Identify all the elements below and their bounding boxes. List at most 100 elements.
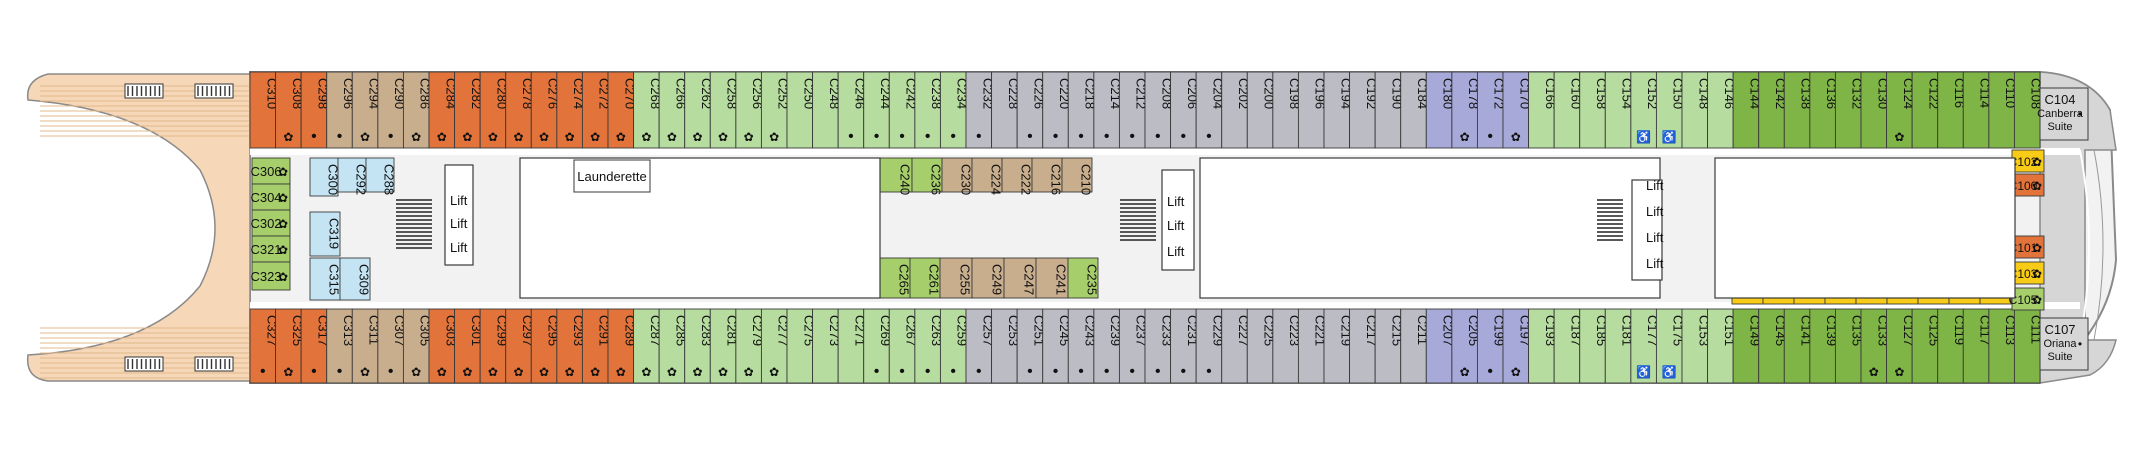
cabin-c116[interactable]: C116 <box>1937 71 1967 149</box>
cabin-c256[interactable]: C256✿ <box>735 71 765 149</box>
cabin-c154[interactable]: C154 <box>1604 71 1635 149</box>
cabin-c229[interactable]: C229• <box>1195 308 1225 384</box>
cabin-c234[interactable]: C234• <box>939 71 970 149</box>
cabin-c223[interactable]: C223 <box>1272 308 1302 384</box>
cabin-c221[interactable]: C221 <box>1297 308 1328 384</box>
cabin-c185[interactable]: C185 <box>1579 308 1609 384</box>
cabin-c207[interactable]: C207 <box>1425 308 1456 384</box>
cabin-c170[interactable]: C170✿ <box>1502 71 1532 149</box>
cabin-c269[interactable]: C269• <box>863 308 893 384</box>
cabin-c187[interactable]: C187 <box>1553 308 1583 384</box>
cabin-c310[interactable]: C310 <box>249 71 279 149</box>
cabin-c282[interactable]: C282✿ <box>454 71 484 149</box>
cabin-c253[interactable]: C253 <box>991 308 1021 384</box>
cabin-c218[interactable]: C218• <box>1067 71 1098 149</box>
cabin-c175[interactable]: C175♿ <box>1655 308 1686 384</box>
cabin-c114[interactable]: C114 <box>1962 71 1993 149</box>
cabin-c287[interactable]: C287✿ <box>633 308 663 384</box>
cabin-c301[interactable]: C301✿ <box>454 308 484 384</box>
cabin-c308[interactable]: C308✿ <box>275 71 305 149</box>
cabin-c284[interactable]: C284✿ <box>428 71 458 149</box>
cabin-c177[interactable]: C177♿ <box>1630 308 1660 384</box>
cabin-c127[interactable]: C127✿ <box>1886 308 1916 384</box>
cabin-c220[interactable]: C220• <box>1042 71 1072 149</box>
cabin-c211[interactable]: C211 <box>1400 308 1430 384</box>
cabin-c293[interactable]: C293✿ <box>556 308 586 384</box>
cabin-c304[interactable]: C304✿ <box>250 183 291 211</box>
cabin-c299[interactable]: C299✿ <box>479 308 509 384</box>
cabin-c142[interactable]: C142 <box>1758 71 1788 149</box>
cabin-c190[interactable]: C190 <box>1374 71 1404 149</box>
cabin-c317[interactable]: C317• <box>300 308 330 384</box>
cabin-c240[interactable]: C240 <box>879 157 913 195</box>
cabin-c288[interactable]: C288 <box>365 157 397 195</box>
cabin-c224[interactable]: C224 <box>971 157 1004 195</box>
cabin-c180[interactable]: C180 <box>1425 71 1456 149</box>
cabin-c323[interactable]: C323✿ <box>250 261 291 291</box>
cabin-c244[interactable]: C244• <box>863 71 893 149</box>
cabin-c160[interactable]: C160 <box>1553 71 1583 149</box>
cabin-c249[interactable]: C249 <box>971 257 1005 299</box>
cabin-c124[interactable]: C124✿ <box>1886 71 1916 149</box>
cabin-c252[interactable]: C252✿ <box>760 71 791 149</box>
cabin-c153[interactable]: C153 <box>1681 308 1711 384</box>
cabin-c243[interactable]: C243• <box>1067 308 1098 384</box>
cabin-c149[interactable]: C149 <box>1732 308 1762 384</box>
cabin-c313[interactable]: C313• <box>326 308 356 384</box>
cabin-c285[interactable]: C285✿ <box>658 308 688 384</box>
cabin-c298[interactable]: C298• <box>300 71 330 149</box>
cabin-c205[interactable]: C205✿ <box>1451 308 1481 384</box>
cabin-c292[interactable]: C292 <box>337 157 369 195</box>
cabin-c271[interactable]: C271 <box>837 308 867 384</box>
cabin-c215[interactable]: C215 <box>1374 308 1404 384</box>
cabin-c202[interactable]: C202 <box>1221 71 1251 149</box>
cabin-c306[interactable]: C306✿ <box>250 157 291 185</box>
cabin-c325[interactable]: C325✿ <box>275 308 305 384</box>
cabin-c101[interactable]: C101✿ <box>2009 235 2045 259</box>
cabin-c246[interactable]: C246• <box>837 71 867 149</box>
cabin-c263[interactable]: C263• <box>914 308 944 384</box>
cabin-c303[interactable]: C303✿ <box>428 308 458 384</box>
cabin-c194[interactable]: C194 <box>1323 71 1353 149</box>
cabin-c110[interactable]: C110 <box>1988 71 2018 149</box>
cabin-c238[interactable]: C238• <box>914 71 944 149</box>
cabin-c122[interactable]: C122 <box>1911 71 1941 149</box>
cabin-c267[interactable]: C267• <box>888 308 919 384</box>
cabin-c265[interactable]: C265 <box>879 257 912 299</box>
cabin-c113[interactable]: C113 <box>1988 308 2018 384</box>
cabin-c305[interactable]: C305✿ <box>402 308 433 384</box>
cabin-c184[interactable]: C184 <box>1400 71 1430 149</box>
cabin-c233[interactable]: C233• <box>1144 308 1174 384</box>
cabin-c239[interactable]: C239• <box>1093 308 1123 384</box>
cabin-c242[interactable]: C242• <box>888 71 919 149</box>
cabin-c319[interactable]: C319 <box>309 211 342 257</box>
cabin-c145[interactable]: C145 <box>1758 308 1788 384</box>
cabin-c315[interactable]: C315 <box>309 257 342 301</box>
cabin-c232[interactable]: C232• <box>965 71 995 149</box>
cabin-c192[interactable]: C192 <box>1349 71 1379 149</box>
cabin-c279[interactable]: C279✿ <box>735 308 765 384</box>
cabin-c111[interactable]: C111 <box>2013 308 2044 384</box>
cabin-c152[interactable]: C152♿ <box>1630 71 1660 149</box>
cabin-c258[interactable]: C258✿ <box>709 71 740 149</box>
cabin-c150[interactable]: C150♿ <box>1655 71 1686 149</box>
cabin-c283[interactable]: C283✿ <box>684 308 714 384</box>
cabin-c222[interactable]: C222 <box>1001 157 1034 195</box>
cabin-c219[interactable]: C219 <box>1323 308 1353 384</box>
cabin-c135[interactable]: C135 <box>1834 308 1865 384</box>
cabin-c250[interactable]: C250 <box>786 71 816 149</box>
cabin-c297[interactable]: C297✿ <box>505 308 535 384</box>
cabin-c214[interactable]: C214• <box>1093 71 1123 149</box>
cabin-c280[interactable]: C280✿ <box>479 71 509 149</box>
cabin-c117[interactable]: C117 <box>1962 308 1993 384</box>
cabin-c321[interactable]: C321✿ <box>250 235 291 263</box>
cabin-c277[interactable]: C277✿ <box>760 308 791 384</box>
cabin-c261[interactable]: C261 <box>909 257 942 299</box>
cabin-c251[interactable]: C251• <box>1016 308 1046 384</box>
cabin-c146[interactable]: C146 <box>1707 71 1737 149</box>
cabin-c286[interactable]: C286✿ <box>402 71 433 149</box>
cabin-c139[interactable]: C139 <box>1809 308 1839 384</box>
cabin-c294[interactable]: C294✿ <box>351 71 382 149</box>
